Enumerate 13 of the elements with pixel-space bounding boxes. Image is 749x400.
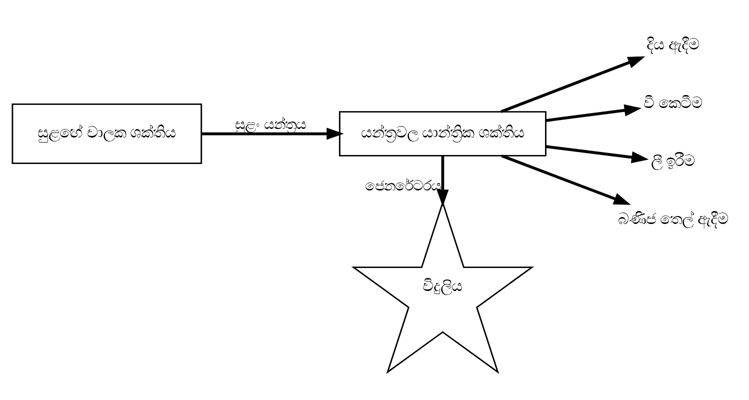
node-text: ලී ඉරීම (650, 152, 696, 170)
edge-label: ජෙනරේටරය (365, 178, 442, 194)
arrow (546, 144, 649, 163)
arrow (202, 127, 344, 140)
arrow (500, 56, 646, 113)
node-box: සුළඟේ චාලක ශක්තිය (12, 102, 202, 164)
arrow (546, 104, 642, 122)
node-text: දිය ඇදීම (646, 36, 700, 54)
node-text: බණිජ තෙල් ඇදීම (618, 210, 728, 228)
node-text: වී කෙටීම (643, 94, 703, 112)
node-box: යන්ත්‍රවල යාන්ත්‍රික ශක්තිය (338, 110, 546, 156)
arrow (501, 154, 631, 204)
arrow (436, 155, 449, 206)
